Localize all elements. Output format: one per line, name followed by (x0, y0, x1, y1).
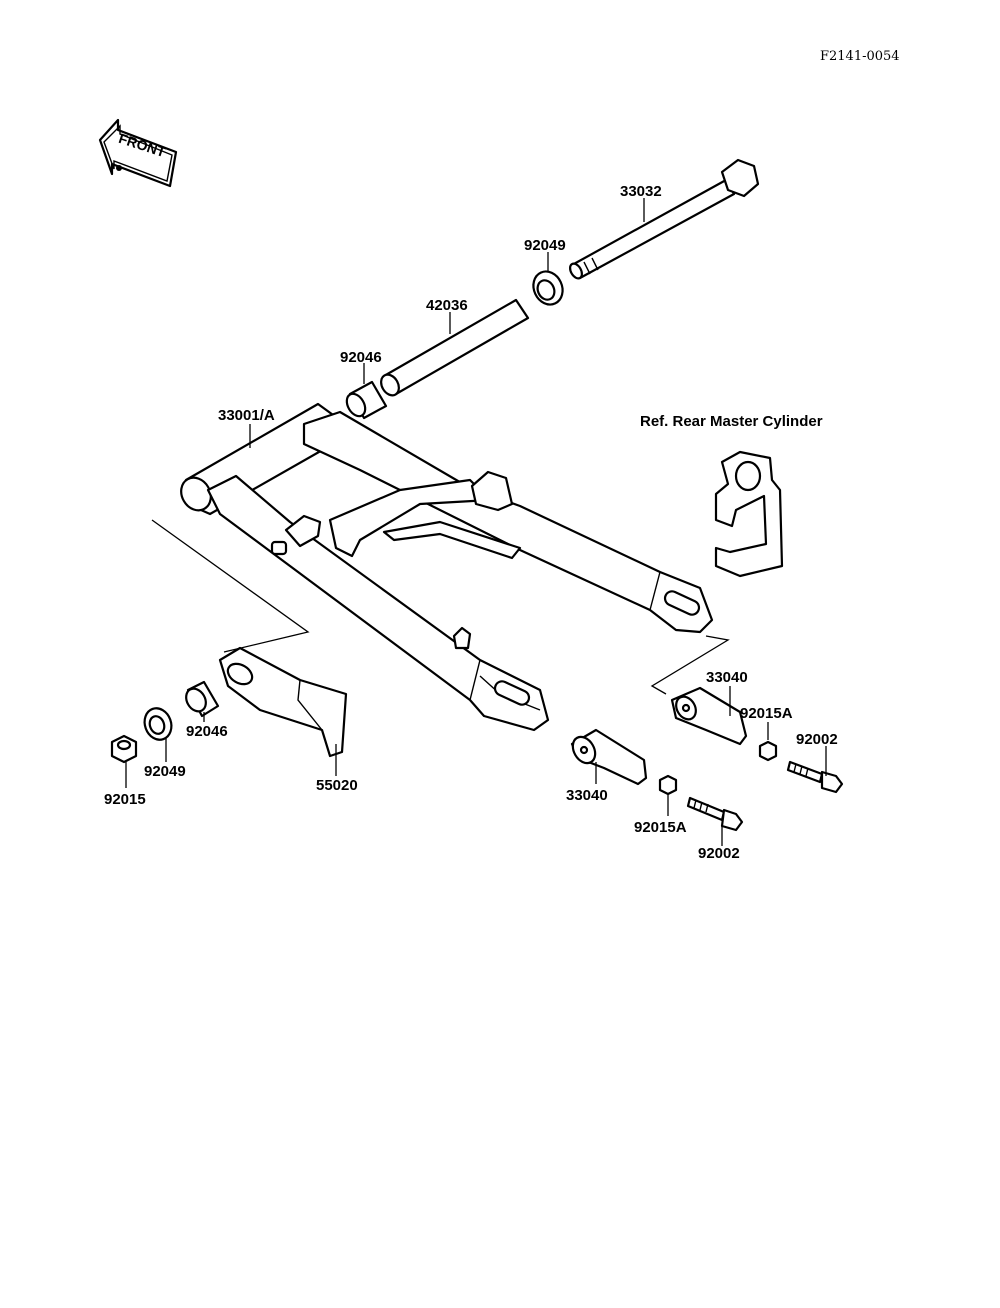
label-55020: 55020 (316, 777, 358, 794)
master-cylinder-bracket (714, 450, 784, 578)
bearing-92046-left (185, 680, 220, 718)
figure-code: F2141-0054 (820, 49, 900, 64)
sleeve-42036 (380, 298, 530, 397)
label-92046-top: 92046 (340, 349, 382, 366)
nut-92015A-right (758, 740, 778, 762)
bolt-92002-right (786, 760, 844, 794)
label-33040-right: 33040 (706, 669, 748, 686)
bolt-92002-center (686, 796, 744, 832)
label-92046-left: 92046 (186, 723, 228, 740)
label-33032: 33032 (620, 183, 662, 200)
seal-92049-left (143, 707, 173, 741)
swingarm-33001A (180, 402, 714, 732)
pivot-shaft-33032 (569, 158, 760, 280)
bearing-92046-top (345, 380, 388, 420)
seal-92049-top (532, 270, 564, 306)
label-92049-left: 92049 (144, 763, 186, 780)
label-42036: 42036 (426, 297, 468, 314)
chain-guide-55020 (218, 646, 348, 758)
label-33001A: 33001/A (218, 407, 275, 424)
label-92002-right: 92002 (796, 731, 838, 748)
nut-92015A-center (658, 774, 678, 796)
label-92015: 92015 (104, 791, 146, 808)
label-92049-top: 92049 (524, 237, 566, 254)
nut-92015 (110, 734, 138, 764)
front-arrow-icon: FRONT (98, 118, 178, 188)
assembly-line-left (151, 519, 310, 653)
chain-adjuster-33040-center (570, 728, 648, 786)
chain-adjuster-33040-right (670, 686, 748, 746)
reference-note: Ref. Rear Master Cylinder (640, 413, 823, 430)
label-92015A-right: 92015A (740, 705, 793, 722)
label-92002-center: 92002 (698, 845, 740, 862)
label-33040-center: 33040 (566, 787, 608, 804)
label-92015A-center: 92015A (634, 819, 687, 836)
assembly-line-right (650, 635, 730, 695)
